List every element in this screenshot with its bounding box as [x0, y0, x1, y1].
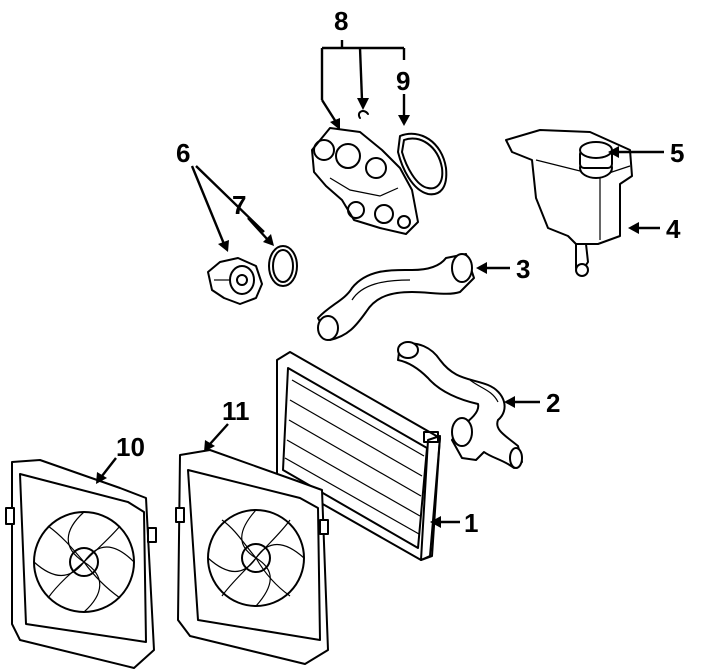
callout-5: 5 — [670, 138, 684, 168]
callout-8: 8 — [334, 6, 348, 36]
water-pump-clip — [358, 110, 369, 119]
callout-numbers: 1 2 3 4 5 6 7 8 9 10 11 — [116, 6, 684, 538]
callout-3: 3 — [516, 254, 530, 284]
callout-6: 6 — [176, 138, 190, 168]
thermostat-seal — [268, 245, 298, 287]
reservoir-cap — [579, 141, 613, 179]
callout-1: 1 — [464, 508, 478, 538]
fan-assembly — [5, 459, 157, 669]
leader-lines — [96, 40, 664, 528]
radiator — [276, 351, 441, 561]
callout-7: 7 — [232, 190, 246, 220]
callout-10: 10 — [116, 432, 145, 462]
fan-shroud — [175, 449, 329, 665]
callout-9: 9 — [396, 66, 410, 96]
water-pump — [311, 127, 419, 235]
upper-hose — [317, 253, 475, 341]
callout-2: 2 — [546, 388, 560, 418]
callout-4: 4 — [666, 214, 681, 244]
pump-gasket — [397, 132, 448, 196]
lower-hose — [397, 341, 523, 469]
thermostat — [207, 257, 263, 305]
callout-11: 11 — [222, 396, 250, 426]
